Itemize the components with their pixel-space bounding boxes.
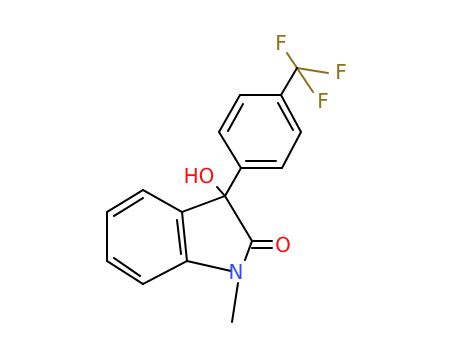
trifluoromethyl-group	[280, 52, 329, 96]
benzo-double-bond-1	[176, 219, 182, 255]
aryl-bond-1	[280, 94, 302, 133]
bond-c-f-top	[286, 52, 298, 69]
bond-c3-c3a	[181, 195, 226, 213]
benzo-bond-2	[142, 260, 188, 285]
carbonyl-oxygen-label: O	[275, 233, 291, 257]
bond-c3-aryl	[224, 167, 242, 197]
aryl-ring	[218, 94, 302, 169]
bond-n-methyl	[231, 282, 239, 323]
bond-cf3-aryl	[280, 67, 298, 96]
benzo-bond-6	[142, 189, 183, 213]
aryl-bond-2	[281, 131, 302, 169]
benzo-double-bond-2	[113, 257, 141, 277]
aryl-bond-4	[218, 131, 242, 169]
benzo-double-bond-3	[113, 197, 144, 217]
benzo-bond-1	[181, 211, 188, 262]
lactam-ring	[181, 195, 253, 272]
bond-c-f-right	[296, 67, 329, 74]
bond-c-f-lower	[296, 67, 314, 93]
fluorine-label-right: F	[335, 60, 347, 84]
nitrogen-label: N	[229, 260, 244, 284]
bond-n1-c7a	[186, 260, 232, 272]
benzo-ring	[106, 189, 188, 285]
bond-c3-c2	[224, 195, 253, 242]
fluorine-label-top: F	[275, 31, 287, 55]
aryl-bond-5	[218, 94, 241, 133]
aryl-double-bond-3	[227, 103, 244, 132]
aryl-double-bond-1	[277, 102, 294, 131]
bond-c2-n1	[244, 240, 253, 261]
hydroxyl-label: HO	[184, 164, 215, 188]
fluorine-label-lower: F	[317, 89, 329, 113]
benzo-bond-3	[106, 260, 144, 285]
benzo-bond-5	[106, 189, 144, 213]
bond-c3-oh	[216, 186, 226, 197]
